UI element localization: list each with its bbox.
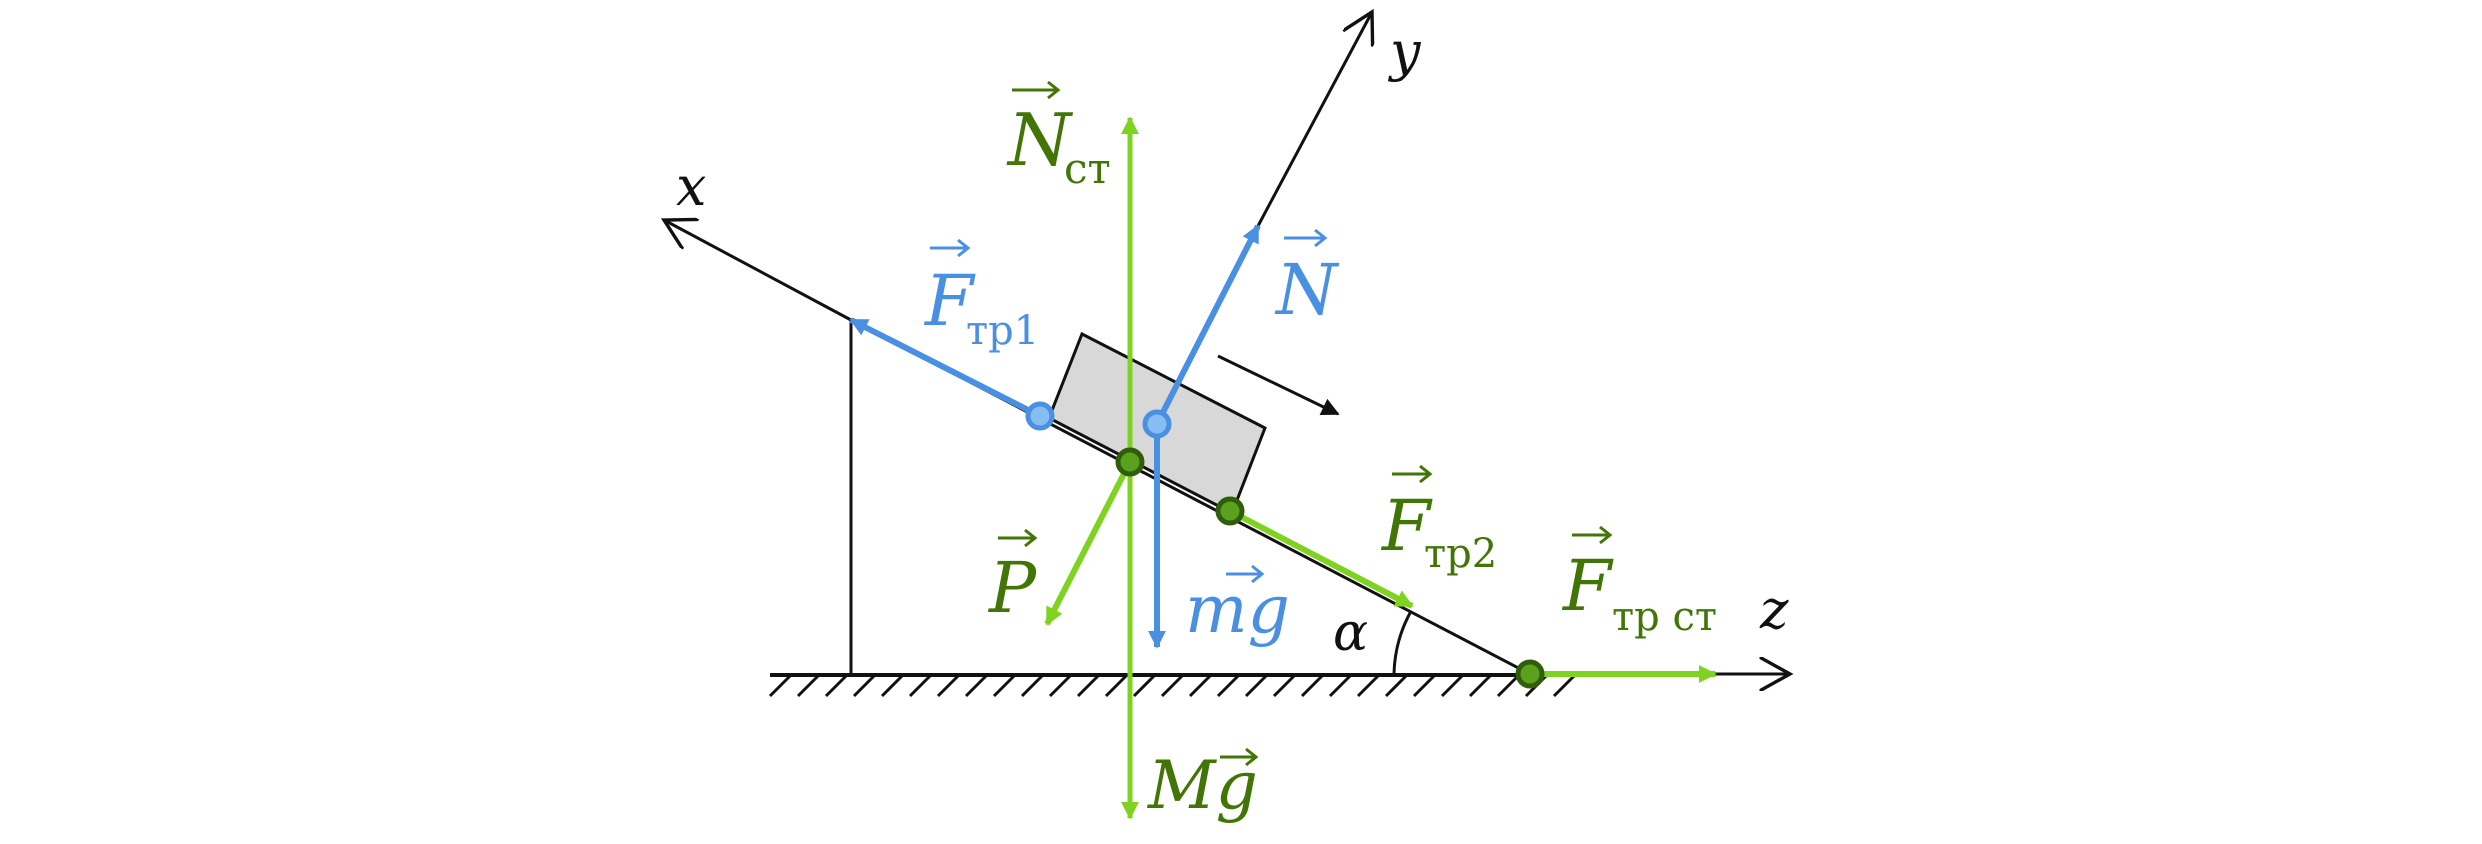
svg-text:N: N: [1274, 249, 1340, 331]
label-mg-big: Mg: [1147, 747, 1259, 824]
motion-direction-arrow: [1217, 354, 1340, 416]
axis-label-z: z: [1759, 578, 1789, 641]
svg-text:F: F: [1380, 485, 1433, 567]
p-force-arrow: [1044, 460, 1133, 626]
label-mg-small: mg: [1185, 564, 1290, 648]
svg-text:F: F: [1561, 545, 1614, 627]
svg-text:тр1: тр1: [966, 308, 1039, 354]
label-n-st: N ст: [1006, 80, 1111, 193]
blue-point-center: [1142, 409, 1172, 439]
angle-arc: [1392, 612, 1412, 675]
svg-text:F: F: [923, 260, 976, 342]
svg-text:N: N: [1006, 98, 1074, 182]
green-point-lower: [1215, 496, 1245, 526]
svg-text:ст: ст: [1064, 144, 1111, 193]
f-tr2-force-arrow: [1228, 508, 1414, 609]
green-point-ground: [1515, 659, 1545, 689]
label-n: N: [1274, 228, 1340, 331]
svg-text:Mg: Mg: [1147, 747, 1258, 824]
green-point-center: [1115, 447, 1145, 477]
label-p: P: [987, 528, 1038, 629]
label-f-tr-st: F тр ст: [1561, 525, 1717, 640]
axis-label-y: y: [1388, 20, 1422, 83]
axis-label-x: x: [676, 155, 706, 218]
svg-text:P: P: [987, 547, 1038, 629]
angle-label: α: [1333, 603, 1368, 663]
blue-point-left: [1025, 401, 1055, 431]
label-f-tr1: F тр1: [923, 238, 1039, 354]
svg-text:тр ст: тр ст: [1612, 594, 1717, 640]
n-force-arrow: [1154, 224, 1261, 426]
svg-text:mg: mg: [1185, 571, 1290, 648]
ground-hatching: [768, 673, 1576, 698]
x-axis-line: [664, 220, 852, 322]
label-f-tr2: F тр2: [1380, 464, 1497, 577]
f-tr1-force-arrow: [849, 317, 1042, 419]
svg-text:тр2: тр2: [1424, 531, 1497, 577]
y-axis-line: [1256, 12, 1372, 227]
